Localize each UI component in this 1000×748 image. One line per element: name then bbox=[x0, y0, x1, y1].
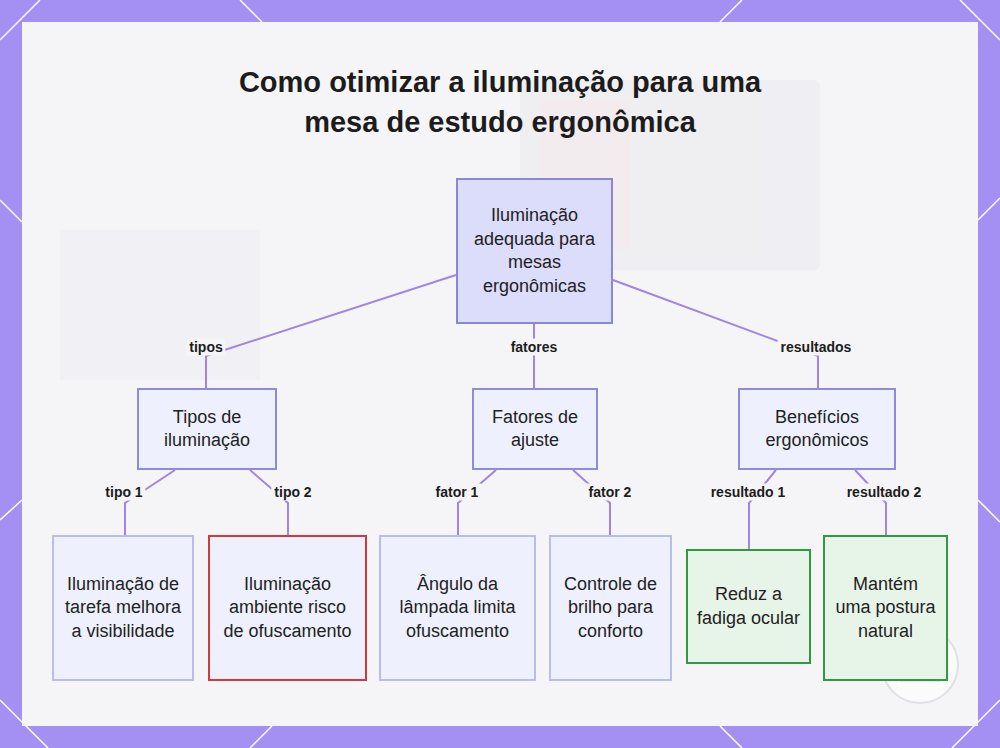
edge-label: tipos bbox=[186, 339, 225, 356]
warning-box: Iluminação ambiente risco de ofuscamento bbox=[208, 535, 367, 681]
node-text: Iluminação de tarefa melhora a visibilid… bbox=[62, 573, 184, 644]
node-text: Benefícios ergonômicos bbox=[748, 406, 886, 453]
content-panel bbox=[22, 22, 978, 726]
node-text: Mantém uma postura natural bbox=[833, 573, 938, 644]
node-text: Reduz a fadiga ocular bbox=[696, 583, 801, 630]
edge-label: resultado 2 bbox=[844, 484, 925, 501]
node-text: Tipos de iluminação bbox=[147, 406, 267, 453]
category-box: Benefícios ergonômicos bbox=[738, 388, 896, 470]
edge-label: resultado 1 bbox=[708, 484, 789, 501]
leaf-box: Controle de brilho para conforto bbox=[549, 535, 672, 681]
connector-line bbox=[250, 470, 288, 535]
edge-label: tipo 1 bbox=[102, 484, 145, 501]
node-text: Ângulo da lâmpada limita ofuscamento bbox=[389, 573, 526, 644]
connector-line bbox=[613, 280, 818, 388]
category-box: Fatores de ajuste bbox=[472, 388, 598, 470]
leaf-box: Ângulo da lâmpada limita ofuscamento bbox=[379, 535, 536, 681]
benefit-box: Mantém uma postura natural bbox=[823, 535, 948, 681]
connector-line bbox=[125, 470, 175, 535]
connector-line bbox=[533, 324, 535, 388]
edge-label: fator 1 bbox=[433, 484, 482, 501]
category-box: Tipos de iluminação bbox=[137, 388, 277, 470]
connector-line bbox=[206, 275, 456, 388]
node-text: Controle de brilho para conforto bbox=[559, 573, 662, 644]
leaf-box: Iluminação de tarefa melhora a visibilid… bbox=[52, 535, 194, 681]
benefit-box: Reduz a fadiga ocular bbox=[686, 549, 811, 664]
connector-line bbox=[749, 470, 776, 549]
connector-line bbox=[573, 470, 610, 535]
node-text: Iluminação adequada para mesas ergonômic… bbox=[466, 204, 603, 298]
node-text: Fatores de ajuste bbox=[482, 406, 588, 453]
edge-label: resultados bbox=[778, 339, 855, 356]
edge-label: fatores bbox=[508, 339, 561, 356]
connector-line bbox=[855, 470, 886, 535]
connector-line bbox=[458, 470, 496, 535]
diagram-title: Como otimizar a iluminação para uma mesa… bbox=[200, 62, 800, 142]
edge-label: tipo 2 bbox=[271, 484, 314, 501]
node-text: Iluminação ambiente risco de ofuscamento bbox=[218, 573, 357, 644]
root-topic-box: Iluminação adequada para mesas ergonômic… bbox=[456, 178, 613, 324]
edge-label: fator 2 bbox=[586, 484, 635, 501]
